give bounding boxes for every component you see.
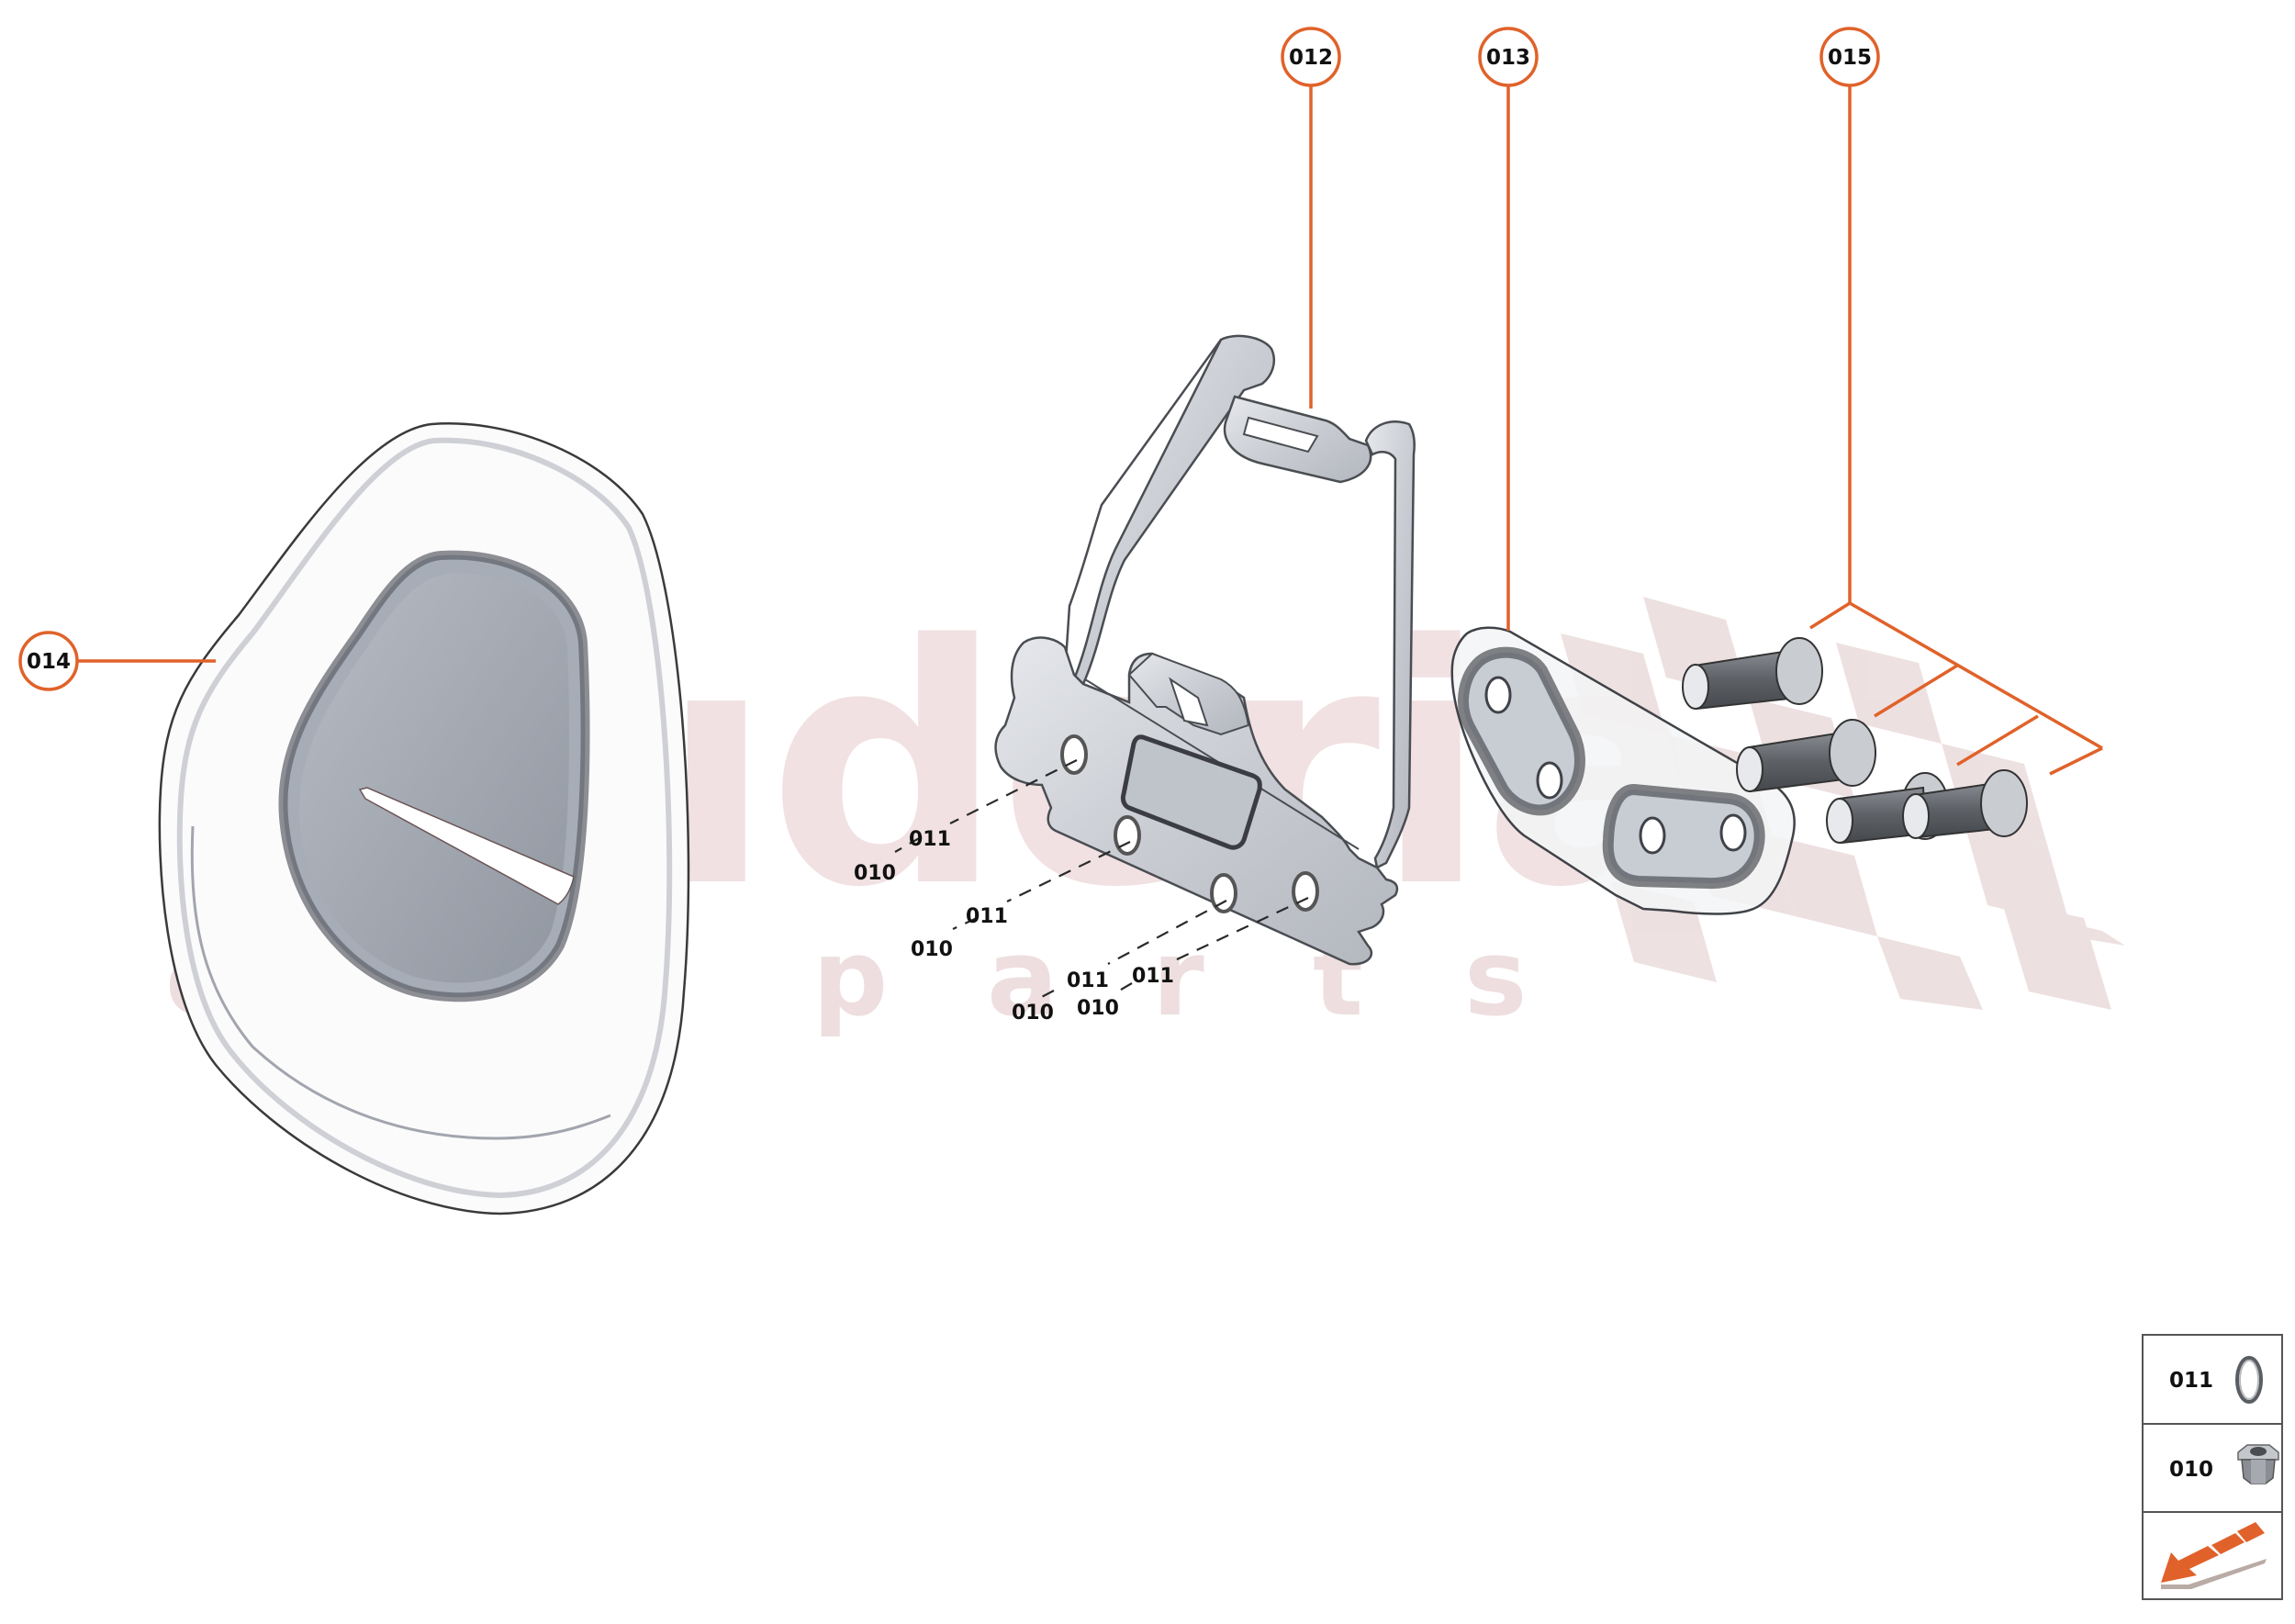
flange-nut-icon	[2237, 1444, 2279, 1484]
label-washer-011: 011	[1067, 969, 1109, 992]
legend-row-nut: 010	[2144, 1425, 2281, 1513]
callout-015[interactable]: 015	[1819, 27, 1880, 87]
bolt-1[interactable]	[1682, 637, 1823, 711]
washer-ring-icon	[2235, 1356, 2263, 1404]
part-014-trim-cover[interactable]	[158, 422, 690, 1215]
label-nut-010: 010	[1077, 997, 1119, 1020]
bolt-4[interactable]	[1902, 769, 2028, 839]
svg-text:s: s	[1464, 917, 1527, 1040]
bolt-2[interactable]	[1736, 719, 1876, 793]
legend-row-washer: 011	[2144, 1336, 2281, 1425]
svg-text:p: p	[812, 917, 888, 1040]
legend-row-arrow	[2144, 1513, 2281, 1598]
legend-code-010: 010	[2169, 1458, 2214, 1482]
callout-013[interactable]: 013	[1478, 27, 1539, 87]
label-nut-010: 010	[1012, 1002, 1054, 1025]
part-012-bracket[interactable]	[994, 334, 1416, 966]
svg-text:014: 014	[27, 650, 71, 674]
hardware-legend: 011 010	[2142, 1334, 2283, 1600]
legend-code-011: 011	[2169, 1369, 2214, 1393]
callout-014[interactable]: 014	[18, 631, 79, 691]
svg-text:r: r	[1152, 917, 1204, 1040]
svg-text:013: 013	[1486, 46, 1530, 70]
part-013-slotted-plate[interactable]	[1450, 626, 1796, 915]
label-washer-011: 011	[1132, 965, 1174, 988]
part-015-bolts[interactable]	[1682, 637, 2028, 845]
svg-text:a: a	[987, 917, 1058, 1040]
exploded-view-arrow-icon	[2161, 1522, 2267, 1589]
callout-012[interactable]: 012	[1281, 27, 1341, 87]
leader-lines	[78, 78, 2103, 776]
label-washer-011: 011	[966, 905, 1008, 928]
svg-text:015: 015	[1828, 46, 1872, 70]
hardware-dashed-lines	[894, 759, 1309, 1002]
hardware-labels: 011 010 011 010 011 010 011 010	[854, 828, 1174, 1025]
label-washer-011: 011	[909, 828, 951, 851]
label-nut-010: 010	[854, 862, 896, 885]
svg-text:012: 012	[1289, 46, 1333, 70]
label-nut-010: 010	[911, 938, 953, 961]
